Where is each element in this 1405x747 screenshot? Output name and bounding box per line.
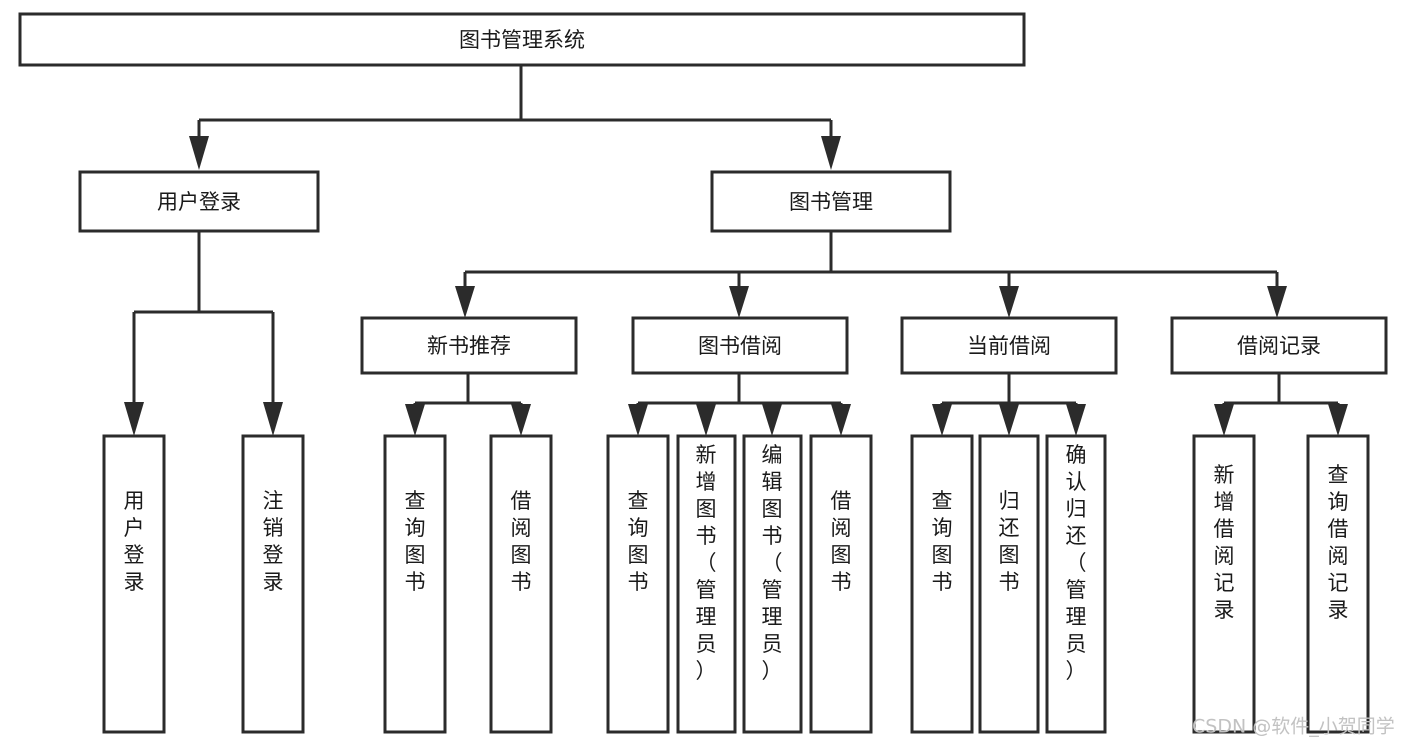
node-book-manage-box[interactable]	[710, 170, 952, 233]
node-borrow-record-label: 借阅记录	[1237, 334, 1321, 358]
node-leaf-user-logout[interactable]: 注销登录	[241, 434, 305, 734]
arrow-head-user-login	[189, 136, 209, 170]
arrow-head-leaf-borrow-book-2	[831, 404, 851, 436]
arrow-head-leaf-query-book-3	[932, 404, 952, 436]
connector-layer	[124, 65, 1348, 436]
arrow-head-leaf-return-book	[999, 404, 1019, 436]
node-user-login-box[interactable]	[78, 170, 320, 233]
arrow-head-leaf-add-record	[1214, 404, 1234, 436]
node-leaf-return-book-box[interactable]	[978, 434, 1040, 734]
node-borrow-record-box[interactable]	[1170, 316, 1388, 375]
node-leaf-user-login-label: 用户登录	[124, 489, 145, 594]
node-book-borrow[interactable]: 图书借阅	[631, 316, 849, 375]
node-root-box[interactable]	[18, 12, 1026, 67]
node-book-borrow-box[interactable]	[631, 316, 849, 375]
node-leaf-borrow-book-1-box[interactable]	[489, 434, 553, 734]
arrow-head-leaf-query-book-2	[628, 404, 648, 436]
node-leaf-confirm-return[interactable]: 确认归还（管理员）	[1045, 434, 1107, 734]
node-leaf-edit-book[interactable]: 编辑图书（管理员）	[742, 434, 803, 734]
node-leaf-query-book-3-label: 查询图书	[932, 489, 953, 594]
node-current-borrow[interactable]: 当前借阅	[900, 316, 1118, 375]
node-leaf-confirm-return-box[interactable]	[1045, 434, 1107, 734]
node-leaf-borrow-book-2-box[interactable]	[809, 434, 873, 734]
node-leaf-user-login-box[interactable]	[102, 434, 166, 734]
arrow-head-new-book-recommend	[455, 286, 475, 318]
node-leaf-add-record-box[interactable]	[1192, 434, 1256, 734]
arrow-head-leaf-query-book-1	[405, 404, 425, 436]
node-leaf-add-book-box[interactable]	[676, 434, 737, 734]
node-new-book-recommend-label: 新书推荐	[427, 334, 511, 358]
node-root[interactable]: 图书管理系统	[18, 12, 1026, 67]
node-leaf-query-book-3-box[interactable]	[910, 434, 974, 734]
node-leaf-borrow-book-2[interactable]: 借阅图书	[809, 434, 873, 734]
node-leaf-confirm-return-label: 确认归还（管理员）	[1066, 443, 1087, 683]
arrow-head-leaf-add-book	[696, 404, 716, 436]
node-leaf-query-record-box[interactable]	[1306, 434, 1370, 734]
csdn-watermark: CSDN @软件_小贺同学	[1192, 716, 1395, 738]
node-leaf-query-record[interactable]: 查询借阅记录	[1306, 434, 1370, 734]
node-leaf-query-book-2-label: 查询图书	[628, 489, 649, 594]
arrow-head-book-manage	[821, 136, 841, 170]
arrow-head-leaf-edit-book	[762, 404, 782, 436]
node-current-borrow-label: 当前借阅	[967, 334, 1051, 358]
node-leaf-user-logout-box[interactable]	[241, 434, 305, 734]
node-leaf-add-record-label: 新增借阅记录	[1214, 463, 1235, 622]
node-leaf-query-record-label: 查询借阅记录	[1328, 463, 1349, 622]
node-leaf-borrow-book-1[interactable]: 借阅图书	[489, 434, 553, 734]
node-leaf-edit-book-label: 编辑图书（管理员）	[762, 443, 783, 683]
node-user-login[interactable]: 用户登录	[78, 170, 320, 233]
node-book-manage-label: 图书管理	[789, 190, 873, 214]
arrow-head-book-borrow	[729, 286, 749, 318]
node-leaf-query-book-2-box[interactable]	[606, 434, 670, 734]
node-borrow-record[interactable]: 借阅记录	[1170, 316, 1388, 375]
node-book-manage[interactable]: 图书管理	[710, 170, 952, 233]
node-leaf-borrow-book-1-label: 借阅图书	[511, 489, 532, 594]
node-leaf-user-logout-label: 注销登录	[263, 489, 284, 594]
node-leaf-borrow-book-2-label: 借阅图书	[831, 489, 852, 594]
arrow-head-leaf-borrow-book-1	[511, 404, 531, 436]
node-leaf-query-book-3[interactable]: 查询图书	[910, 434, 974, 734]
node-leaf-query-book-1[interactable]: 查询图书	[383, 434, 447, 734]
arrow-head-leaf-confirm-return	[1066, 404, 1086, 436]
node-book-borrow-label: 图书借阅	[698, 334, 782, 358]
node-leaf-query-book-1-box[interactable]	[383, 434, 447, 734]
node-leaf-query-book-1-label: 查询图书	[405, 489, 426, 594]
node-leaf-edit-book-box[interactable]	[742, 434, 803, 734]
node-new-book-recommend[interactable]: 新书推荐	[360, 316, 578, 375]
node-leaf-return-book[interactable]: 归还图书	[978, 434, 1040, 734]
node-leaf-add-book[interactable]: 新增图书（管理员）	[676, 434, 737, 734]
node-leaf-return-book-label: 归还图书	[999, 489, 1020, 594]
arrow-head-current-borrow	[999, 286, 1019, 318]
node-root-label: 图书管理系统	[459, 28, 585, 52]
arrow-head-borrow-record	[1267, 286, 1287, 318]
node-leaf-user-login[interactable]: 用户登录	[102, 434, 166, 734]
node-leaf-query-book-2[interactable]: 查询图书	[606, 434, 670, 734]
arrow-head-leaf-query-record	[1328, 404, 1348, 436]
arrow-head-leaf-user-logout	[263, 402, 283, 436]
node-current-borrow-box[interactable]	[900, 316, 1118, 375]
node-new-book-recommend-box[interactable]	[360, 316, 578, 375]
arrow-head-leaf-user-login	[124, 402, 144, 436]
node-user-login-label: 用户登录	[157, 190, 241, 214]
node-leaf-add-book-label: 新增图书（管理员）	[696, 443, 717, 683]
node-leaf-add-record[interactable]: 新增借阅记录	[1192, 434, 1256, 734]
